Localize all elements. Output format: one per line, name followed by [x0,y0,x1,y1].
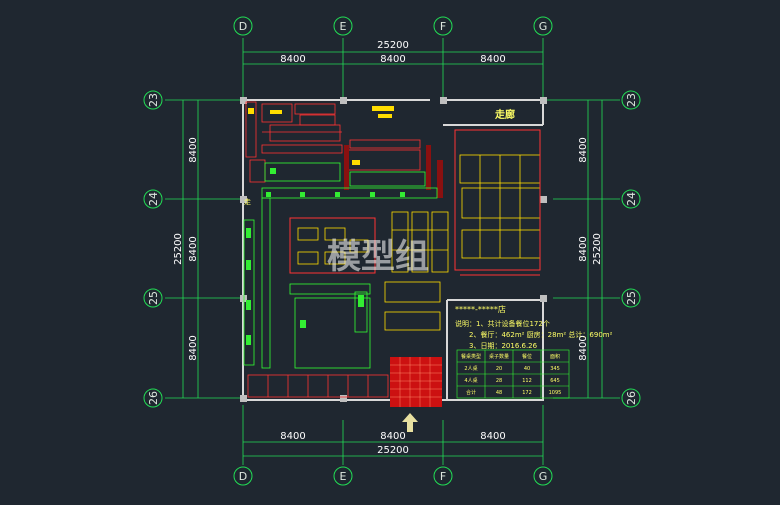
grid-bubble-left-26: 26 [147,391,160,405]
dark-red-columns [344,145,443,198]
right-total-dimension: 25200 [592,233,603,265]
summary-table: 餐桌类型 桌子数量 餐位 面积 2人桌 20 40 345 4人桌 28 112… [461,353,561,396]
table-cell: 4人桌 [464,377,477,384]
corridor-label: 走廊 [494,108,515,121]
bottom-span-3: 8400 [480,431,505,442]
bottom-dimension-chain [242,405,544,465]
notes-line-3: 3、日期：2016.6.26 [469,342,538,350]
top-span-2: 8400 [380,54,405,65]
dining-area-bottom-row [247,374,389,398]
grid-bubble-right-24: 24 [625,192,638,206]
service-counters [243,162,438,369]
table-cell: 28 [496,378,502,384]
table-cell: 40 [524,366,530,372]
grid-columns [240,97,547,402]
left-total-dimension: 25200 [173,233,184,265]
right-grid-bubbles [621,90,641,408]
left-span-2: 8400 [188,236,199,261]
grid-bubble-bottom-f: F [440,470,446,483]
bottom-span-1: 8400 [280,431,305,442]
table-header-cell: 餐位 [522,353,532,360]
grid-bubble-left-25: 25 [147,291,160,305]
top-total-dimension: 25200 [377,40,409,51]
left-span-1: 8400 [188,137,199,162]
grid-bubble-top-d: D [239,20,247,33]
table-cell: 1095 [549,390,562,396]
left-span-3: 8400 [188,335,199,360]
grid-bubble-right-25: 25 [625,291,638,305]
right-span-1: 8400 [578,137,589,162]
summary-table-grid [456,349,570,399]
grid-bubble-bottom-e: E [340,470,347,483]
grid-bubble-bottom-g: G [539,470,548,483]
notes-line-2: 2、餐厅：462m² 厨房：28m² 总计：690m² [469,330,613,339]
table-cell: 2人桌 [464,365,477,372]
notes-title: *****-*****店 [455,304,506,314]
kitchen-yellow-fixtures [248,106,394,165]
grid-bubble-right-23: 23 [625,93,638,107]
table-cell: 345 [550,366,560,372]
grid-bubble-right-26: 26 [625,391,638,405]
top-grid-bubbles [233,16,553,36]
notes-line-1: 说明：1、共计设备餐位172个 [455,319,550,328]
grid-bubble-top-f: F [440,20,446,33]
kitchen-equipment [245,101,421,183]
left-dimension-chain [165,99,243,399]
dining-area-right-border [454,129,541,276]
table-header-cell: 桌子数量 [489,353,509,360]
table-header-cell: 餐桌类型 [461,353,481,360]
table-cell: 112 [522,378,532,384]
table-cell: 20 [496,366,502,372]
table-cell: 172 [522,390,532,396]
dining-area-booths [384,211,449,331]
right-span-3: 8400 [578,335,589,360]
table-header-cell: 面积 [550,353,560,360]
grid-bubble-left-23: 23 [147,93,160,107]
stair-label: 走 [244,198,251,206]
dining-area-right [459,154,541,259]
table-cell: 合计 [466,389,476,396]
bottom-total-dimension: 25200 [377,445,409,456]
left-grid-bubbles [143,90,163,408]
right-span-2: 8400 [578,236,589,261]
top-span-3: 8400 [480,54,505,65]
bottom-span-2: 8400 [380,431,405,442]
green-appliances [246,168,405,345]
grid-bubble-top-e: E [340,20,347,33]
entrance-hatch [390,357,442,407]
top-span-1: 8400 [280,54,305,65]
grid-bubble-bottom-d: D [239,470,247,483]
grid-bubble-left-24: 24 [147,192,160,206]
grid-bubble-top-g: G [539,20,548,33]
table-cell: 645 [550,378,560,384]
top-dimension-chain [242,38,544,100]
entrance-arrow-icon [402,413,418,432]
watermark: 模型组 [327,237,429,277]
bottom-grid-bubbles [233,466,553,486]
dining-area-center [289,217,376,274]
table-cell: 48 [496,390,502,396]
